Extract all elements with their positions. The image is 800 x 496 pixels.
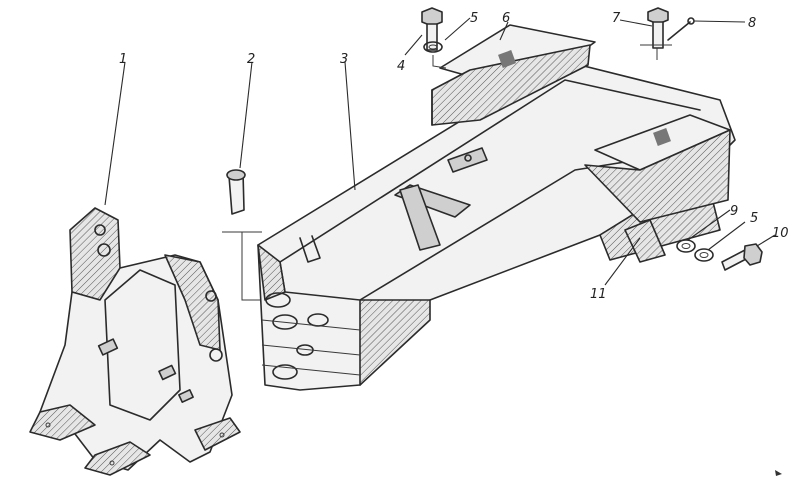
- callout-labels: 1 2 3 4 5 6 7 8 9 5 10 11: [119, 11, 789, 302]
- callout-8: 8: [748, 16, 756, 31]
- part-5-washer-top: [423, 41, 447, 69]
- part-8-pin: [667, 17, 695, 41]
- callout-9: 9: [730, 204, 738, 219]
- part-2-pin: [222, 169, 265, 301]
- part-11-side-plate: [584, 114, 731, 263]
- part-1-bracket: [29, 207, 241, 476]
- callout-6: 6: [502, 11, 510, 26]
- callout-3: 3: [340, 52, 348, 67]
- part-7-bolt: [640, 7, 672, 60]
- grid-pattern: [498, 50, 516, 68]
- callout-11: 11: [590, 287, 607, 302]
- callout-2: 2: [247, 52, 255, 67]
- part-10-bolt: [721, 243, 763, 271]
- part-5-washer-right: [694, 248, 714, 262]
- callout-7: 7: [612, 11, 621, 26]
- corner-mark: [775, 470, 782, 476]
- callout-5-right: 5: [750, 211, 758, 226]
- callout-1: 1: [119, 52, 127, 67]
- callout-10: 10: [772, 226, 789, 241]
- callout-5-top: 5: [470, 11, 478, 26]
- part-6-cover-plate: [431, 24, 596, 126]
- callout-leaders: [104, 17, 776, 286]
- callout-4: 4: [397, 59, 405, 74]
- part-4-bolt: [421, 7, 443, 51]
- part-9-washer: [676, 239, 696, 253]
